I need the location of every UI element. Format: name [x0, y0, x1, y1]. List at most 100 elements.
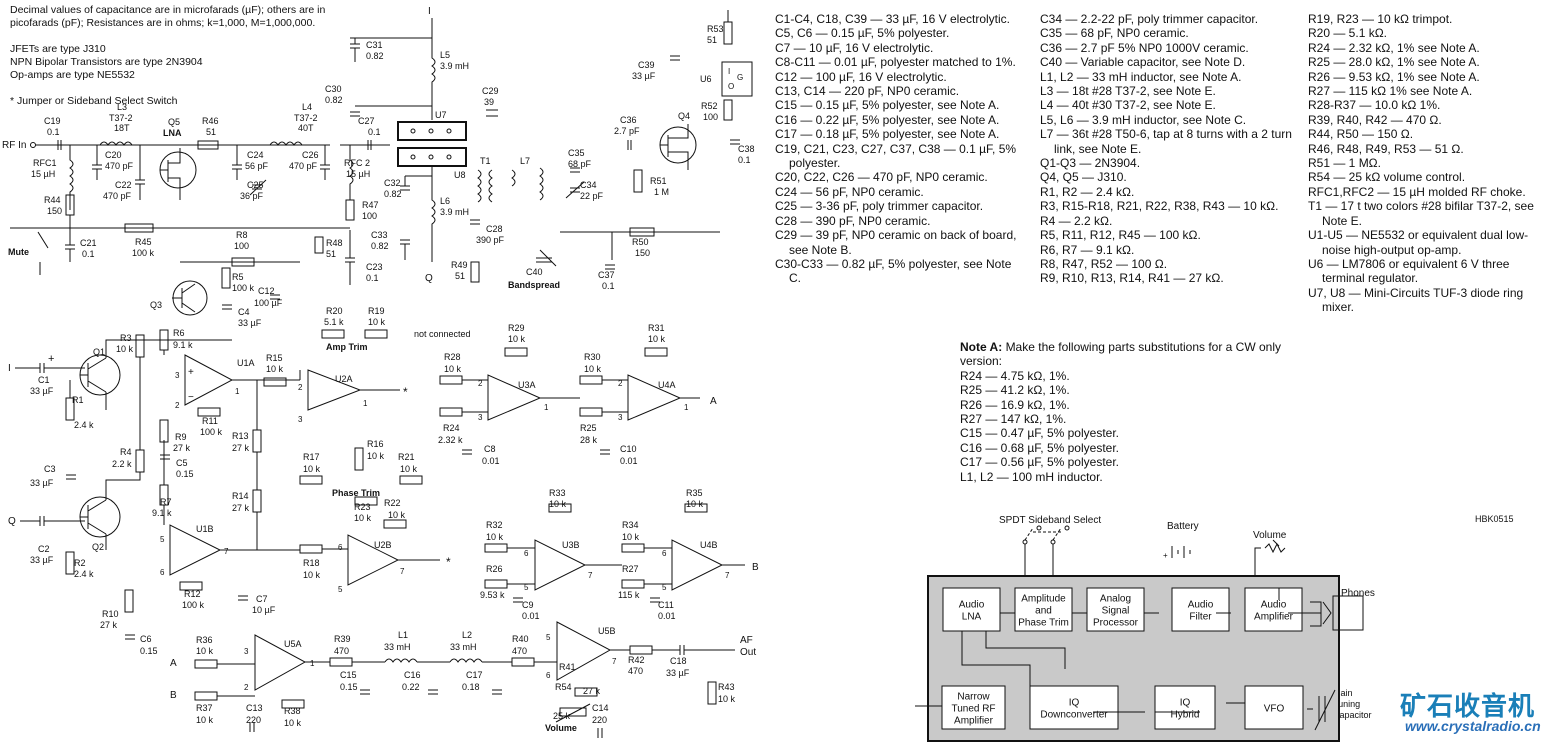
block-bottom-0-text: Amplifier	[954, 716, 994, 727]
svg-text:0.15: 0.15	[176, 469, 194, 479]
watermark-cn: 矿石收音机	[1400, 691, 1536, 721]
svg-text:68 pF: 68 pF	[568, 159, 592, 169]
parts-list-item: U6 — LM7806 or equivalent 6 V three term…	[1308, 256, 1510, 286]
svg-text:C35: C35	[568, 148, 585, 158]
svg-text:3.9 mH: 3.9 mH	[440, 61, 469, 71]
svg-text:R18: R18	[303, 558, 320, 568]
watermark-url: www.crystalradio.cn	[1405, 718, 1541, 734]
svg-text:R32: R32	[486, 520, 503, 530]
svg-text:36 pF: 36 pF	[240, 191, 264, 201]
svg-text:R19: R19	[368, 306, 385, 316]
parts-list-item: R46, R48, R49, R53 — 51 Ω.	[1308, 141, 1464, 156]
svg-text:U3B: U3B	[562, 540, 580, 550]
svg-text:25 k: 25 k	[553, 711, 571, 721]
svg-text:C37: C37	[598, 270, 615, 280]
svg-text:R1: R1	[72, 395, 84, 405]
svg-text:10 k: 10 k	[303, 570, 321, 580]
svg-text:B: B	[170, 690, 177, 701]
i-label: I	[428, 6, 431, 17]
svg-text:R9: R9	[175, 432, 187, 442]
parts-list-item: R6, R7 — 9.1 kΩ.	[1040, 242, 1135, 257]
svg-text:R5: R5	[232, 272, 244, 282]
block-bottom-3: VFO	[1244, 685, 1304, 730]
svg-text:10 k: 10 k	[549, 499, 567, 509]
svg-text:33 mH: 33 mH	[450, 642, 477, 652]
svg-text:0.1: 0.1	[602, 281, 615, 291]
note-a-item: R24 — 4.75 kΩ, 1%.	[960, 368, 1070, 383]
svg-text:C15: C15	[340, 670, 357, 680]
note-a-intro: Make the following parts substitutions f…	[960, 340, 1282, 369]
battery-label: Battery	[1167, 521, 1199, 532]
svg-text:10 k: 10 k	[196, 715, 214, 725]
main-tuning-label-1: Main	[1333, 688, 1353, 698]
svg-text:C20: C20	[105, 150, 122, 160]
svg-text:0.15: 0.15	[340, 682, 358, 692]
svg-text:10 k: 10 k	[196, 646, 214, 656]
svg-text:R39: R39	[334, 634, 351, 644]
svg-text:U5A: U5A	[284, 639, 302, 649]
svg-text:10 k: 10 k	[388, 510, 406, 520]
svg-text:C4: C4	[238, 307, 250, 317]
svg-text:C22: C22	[115, 180, 132, 190]
svg-text:C17: C17	[466, 670, 483, 680]
block-top-4-text: Amplifier	[1254, 612, 1294, 623]
svg-text:0.01: 0.01	[658, 611, 676, 621]
svg-text:R31: R31	[648, 323, 665, 333]
phase-trim-label: Phase Trim	[332, 488, 380, 498]
block-top-0-text: LNA	[962, 612, 982, 623]
svg-text:L6: L6	[440, 196, 450, 206]
svg-text:0.01: 0.01	[482, 456, 500, 466]
header-note-line: JFETs are type J310	[10, 43, 106, 55]
svg-text:390 pF: 390 pF	[476, 235, 505, 245]
svg-text:R6: R6	[173, 328, 185, 338]
block-top-2-text: Signal	[1102, 606, 1130, 617]
svg-text:C29: C29	[482, 86, 499, 96]
svg-text:R4: R4	[120, 447, 132, 457]
svg-text:C21: C21	[80, 238, 97, 248]
svg-text:33 mH: 33 mH	[384, 642, 411, 652]
svg-text:15 µH: 15 µH	[346, 169, 370, 179]
svg-text:1: 1	[310, 659, 315, 668]
svg-text:R3: R3	[120, 333, 132, 343]
svg-text:R27: R27	[622, 564, 639, 574]
svg-text:27 k: 27 k	[100, 620, 118, 630]
svg-text:51: 51	[455, 271, 465, 281]
svg-text:5: 5	[338, 585, 343, 594]
note-a-item: L1, L2 — 100 mH inductor.	[960, 469, 1103, 484]
svg-text:C7: C7	[256, 594, 268, 604]
block-bottom-2-text: Hybrid	[1171, 710, 1200, 721]
svg-text:C14: C14	[592, 703, 609, 713]
phones-label: Phones	[1341, 588, 1375, 599]
svg-text:470: 470	[512, 646, 527, 656]
svg-text:7: 7	[224, 547, 229, 556]
svg-text:R33: R33	[549, 488, 566, 498]
svg-text:10 k: 10 k	[266, 364, 284, 374]
svg-text:5: 5	[546, 633, 551, 642]
svg-text:28 k: 28 k	[580, 435, 598, 445]
svg-text:5: 5	[160, 535, 165, 544]
parts-list-item: L4 — 40t #30 T37-2, see Note E.	[1040, 98, 1216, 113]
svg-text:Q5: Q5	[168, 117, 180, 127]
svg-text:C11: C11	[658, 600, 674, 610]
note-a-item: R27 — 147 kΩ, 1%.	[960, 412, 1067, 427]
parts-list-item: R20 — 5.1 kΩ.	[1308, 26, 1388, 41]
parts-list-item: C13, C14 — 220 pF, NP0 ceramic.	[775, 84, 960, 99]
parts-list-item: L5, L6 — 3.9 mH inductor, see Note C.	[1040, 112, 1247, 127]
svg-text:3: 3	[298, 415, 303, 424]
svg-text:0.1: 0.1	[738, 155, 751, 165]
af-out-label-2: Out	[740, 647, 756, 658]
main-tuning-label-3: Capacitor	[1333, 710, 1372, 720]
svg-text:R17: R17	[303, 452, 320, 462]
svg-text:C34: C34	[580, 180, 597, 190]
svg-text:RFC1: RFC1	[33, 158, 57, 168]
parts-list-item: R3, R15-R18, R21, R22, R38, R43 — 10 kΩ.	[1040, 199, 1279, 214]
block-bottom-1-text: IQ	[1069, 698, 1080, 709]
svg-text:10 k: 10 k	[584, 364, 602, 374]
block-top-0-text: Audio	[959, 600, 985, 611]
svg-text:R45: R45	[135, 237, 152, 247]
